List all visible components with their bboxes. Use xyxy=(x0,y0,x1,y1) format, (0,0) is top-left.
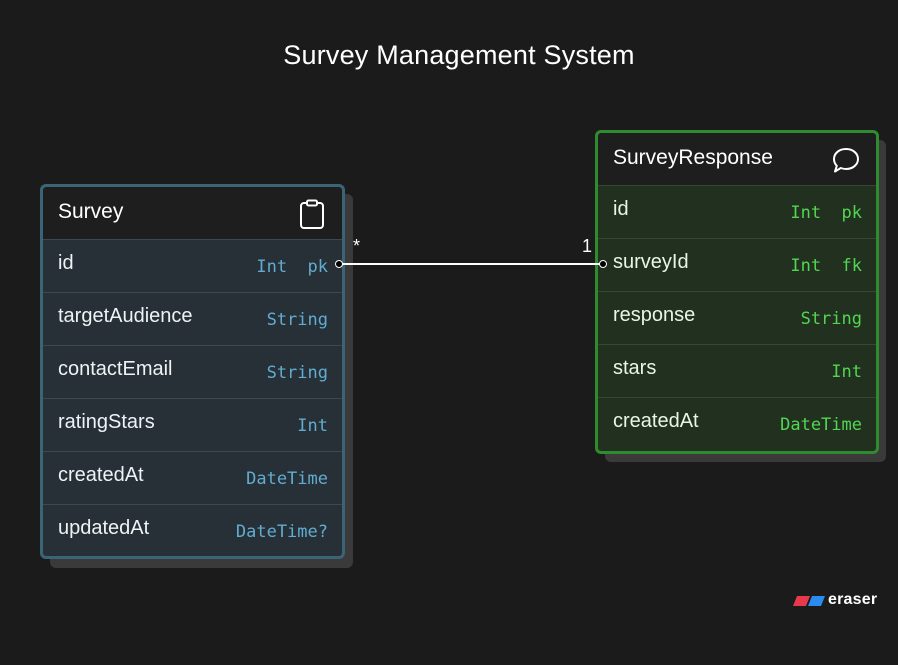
column-name: contactEmail xyxy=(58,358,173,380)
column-row[interactable]: createdAt DateTime xyxy=(598,397,876,450)
survey-entity-header: Survey xyxy=(43,187,342,239)
entity-name: SurveyResponse xyxy=(613,146,773,169)
column-row[interactable]: id Int pk xyxy=(598,185,876,238)
chat-bubble-icon xyxy=(833,148,859,173)
column-name: updatedAt xyxy=(58,517,150,539)
column-row[interactable]: stars Int xyxy=(598,344,876,397)
column-type: DateTime? xyxy=(235,522,328,542)
column-name: id xyxy=(58,252,74,274)
column-row[interactable]: targetAudience String xyxy=(43,292,342,345)
column-name: createdAt xyxy=(58,464,144,486)
to-cardinality-label: 1 xyxy=(582,236,593,256)
survey-response-entity[interactable]: SurveyResponse id Int pk surveyId Int fk… xyxy=(595,130,879,454)
column-name: response xyxy=(613,304,696,326)
column-row[interactable]: createdAt DateTime xyxy=(43,451,342,504)
column-type: Int fk xyxy=(790,256,862,276)
column-name: ratingStars xyxy=(58,411,155,433)
from-cardinality-label: * xyxy=(353,236,361,256)
relationship-end-dot xyxy=(599,260,607,268)
entity-name: Survey xyxy=(58,200,124,223)
column-row[interactable]: surveyId Int fk xyxy=(598,238,876,291)
eraser-logo-text: eraser xyxy=(828,591,878,608)
column-type: String xyxy=(800,309,862,329)
column-name: createdAt xyxy=(613,410,699,432)
column-row[interactable]: contactEmail String xyxy=(43,345,342,398)
eraser-logo-icon xyxy=(793,596,825,606)
column-row[interactable]: ratingStars Int xyxy=(43,398,342,451)
column-type: DateTime xyxy=(780,415,862,435)
column-name: surveyId xyxy=(613,251,689,273)
column-type: Int pk xyxy=(256,257,328,277)
survey-entity[interactable]: Survey id Int pk targetAudience String c… xyxy=(40,184,345,559)
column-name: stars xyxy=(613,357,657,379)
column-type: Int pk xyxy=(790,203,862,223)
column-type: Int xyxy=(297,416,328,436)
diagram-title: Survey Management System xyxy=(283,40,635,70)
column-name: targetAudience xyxy=(58,305,193,327)
survey-response-entity-header: SurveyResponse xyxy=(598,133,876,185)
column-type: String xyxy=(266,310,328,330)
column-row[interactable]: response String xyxy=(598,291,876,344)
column-row[interactable]: updatedAt DateTime? xyxy=(43,504,342,557)
clipboard-icon xyxy=(300,199,324,229)
relationship-start-dot xyxy=(335,260,343,268)
column-name: id xyxy=(613,198,629,220)
column-type: String xyxy=(266,363,328,383)
column-row[interactable]: id Int pk xyxy=(43,239,342,292)
column-type: Int xyxy=(831,362,862,382)
column-type: DateTime xyxy=(246,469,328,489)
